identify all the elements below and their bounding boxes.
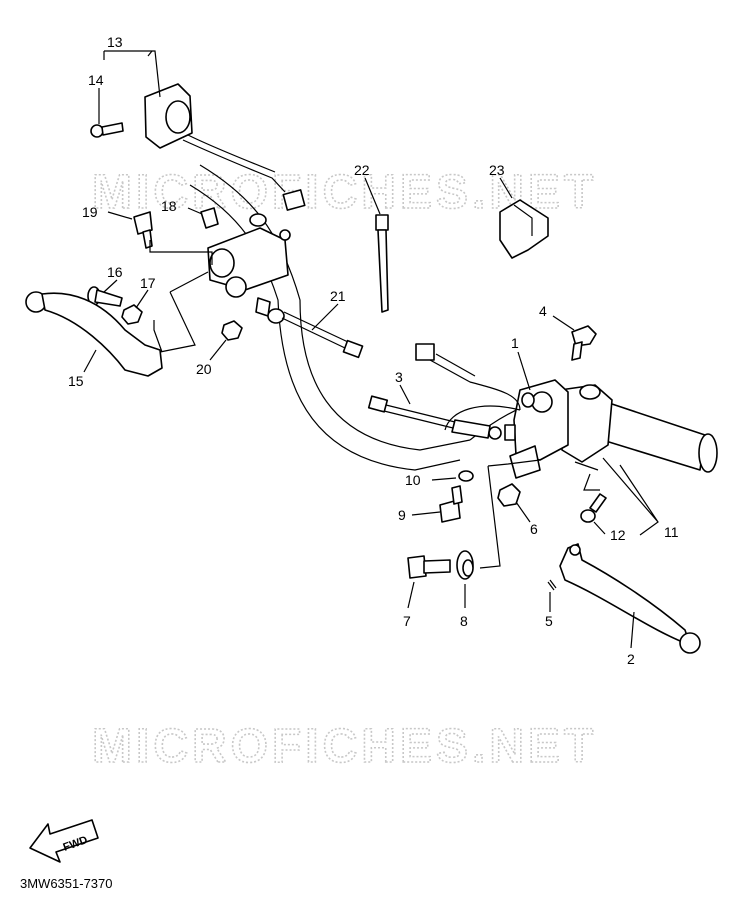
clamp-23 [499,199,549,259]
callout-13: 13 [107,34,123,50]
callout-20: 20 [196,361,212,377]
callout-10: 10 [405,472,421,488]
callout-1: 1 [511,335,519,351]
pivot-bolt-7 [407,555,451,579]
right-switch-wiring [415,343,521,431]
fwd-arrow-icon: FWD [29,819,99,863]
cable-tie-22 [375,214,389,313]
callout-8: 8 [460,613,468,629]
bolt-19 [133,211,153,249]
bolt-9 [439,485,463,523]
callout-labels: 13 14 19 18 16 17 15 20 21 22 23 4 1 3 1… [68,34,679,667]
watermark-bottom: MICROFICHES.NET [92,720,597,773]
right-lever-holder [509,379,569,479]
spring-18 [200,207,219,229]
right-handlebar-switch [559,384,613,471]
callout-23: 23 [489,162,505,178]
nut-6 [497,483,521,507]
callout-12: 12 [610,527,626,543]
callout-15: 15 [68,373,84,389]
left-lever-holder [207,213,291,298]
nut-17 [121,304,143,325]
callout-7: 7 [403,613,411,629]
callout-4: 4 [539,303,547,319]
screw-12 [580,493,607,523]
callout-5: 5 [545,613,553,629]
callout-19: 19 [82,204,98,220]
callout-9: 9 [398,507,406,523]
diagram-code: 3MW6351-7370 [20,876,113,891]
cable-3 [367,395,516,441]
pin-5 [547,579,557,591]
callout-18: 18 [161,198,177,214]
cable-21 [255,297,364,359]
callout-21: 21 [330,288,346,304]
callout-22: 22 [354,162,370,178]
callout-14: 14 [88,72,104,88]
nut-20 [221,320,243,341]
callout-6: 6 [530,521,538,537]
right-lever-2 [559,543,701,654]
bolt-4 [571,325,597,361]
callout-2: 2 [627,651,635,667]
washer-10 [458,470,474,482]
leader-lines [83,50,659,649]
callout-17: 17 [140,275,156,291]
callout-3: 3 [395,369,403,385]
callout-16: 16 [107,264,123,280]
screw-14 [90,122,124,138]
callout-11: 11 [664,524,679,540]
adjuster-8 [456,550,474,580]
left-lever-15 [25,291,163,377]
left-handlebar-switch [144,83,306,211]
